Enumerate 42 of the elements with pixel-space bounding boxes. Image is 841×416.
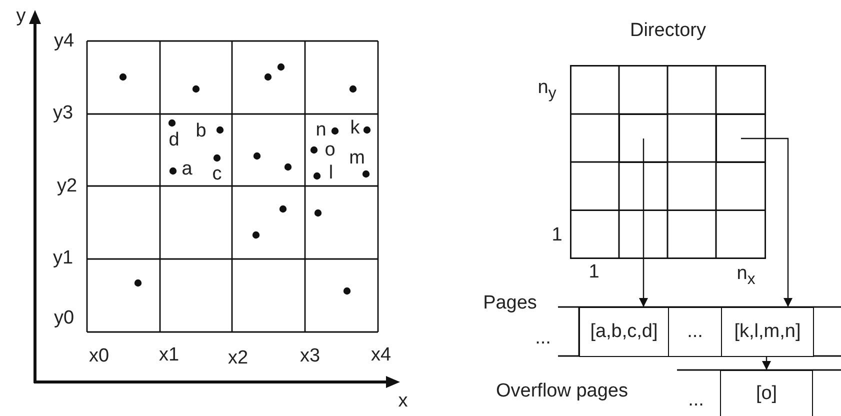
tick-label: x3 (300, 346, 320, 366)
ellipsis: ... (688, 390, 704, 410)
point-label: m (349, 148, 365, 168)
arrow (741, 138, 792, 307)
tick-label: x2 (228, 348, 248, 368)
tick-label: y1 (52, 248, 74, 268)
overflow-page-cell (720, 370, 813, 416)
heading: Directory (630, 20, 706, 42)
point-label: l (328, 164, 334, 182)
tick-label: y0 (54, 308, 74, 328)
point-label: c (212, 164, 222, 184)
point-label: d (168, 130, 180, 150)
tick-label: y2 (56, 176, 78, 196)
ellipsis: ... (535, 328, 551, 348)
point-label: o (324, 140, 336, 160)
page-entry: ... (687, 321, 703, 343)
row-label: Overflow pages (496, 382, 628, 400)
row-label: Pages (483, 294, 537, 312)
point-label: n (316, 120, 326, 140)
arrow (762, 357, 771, 370)
tick-label: x0 (88, 346, 110, 366)
tick-label: x4 (370, 346, 392, 364)
page-cell (721, 307, 814, 357)
axis-label: x (398, 392, 408, 410)
index-label: n$_{y}$ (538, 78, 556, 102)
page-entry: [o] (756, 383, 778, 405)
tick-label: y4 (54, 32, 74, 50)
index-label: 1 (552, 226, 562, 244)
tick-label: x1 (158, 346, 180, 364)
page-cell (579, 307, 669, 357)
page-cell (668, 307, 722, 357)
index-label: n$_{x}$ (736, 264, 756, 288)
page-entry: [a,b,c,d] (590, 321, 658, 343)
arrow (639, 138, 648, 307)
axis-label: y (16, 6, 26, 26)
point-label: k (350, 118, 360, 138)
tick-label: y3 (52, 104, 74, 122)
point-label: a (182, 160, 192, 178)
index-label: 1 (588, 262, 600, 282)
page-entry: [k,l,m,n] (734, 321, 801, 343)
point-label: b (196, 122, 206, 140)
directory-grid (570, 20, 766, 259)
